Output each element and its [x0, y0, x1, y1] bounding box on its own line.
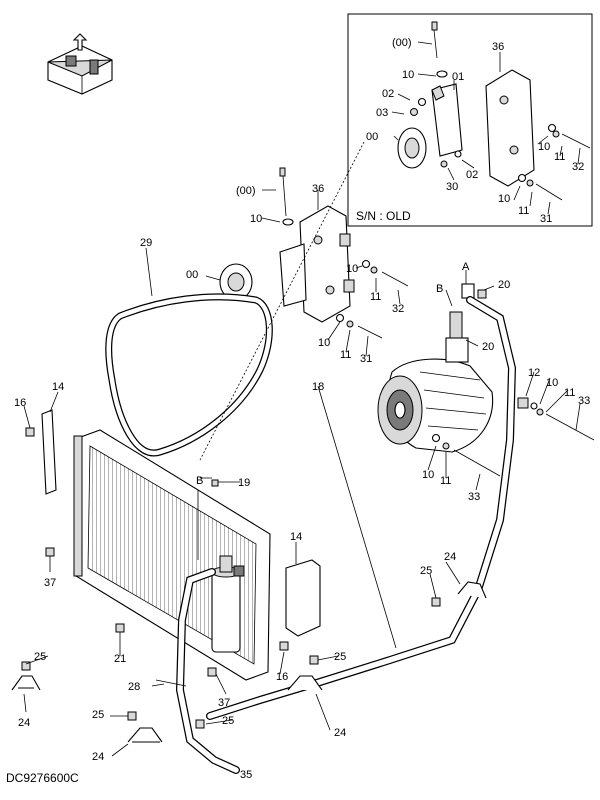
misc-bolts [21, 427, 441, 729]
label-21: 21 [114, 653, 126, 665]
label-00-bolt: (00) [236, 185, 256, 197]
drawing-code: DC9276600C [6, 771, 79, 785]
label-36: 36 [312, 183, 324, 195]
label-25e: 25 [222, 715, 234, 727]
inset-caption: S/N : OLD [356, 209, 411, 223]
clamp-24-a [11, 675, 41, 691]
label-11b: 11 [340, 349, 351, 361]
inset-fasteners [410, 70, 591, 201]
receiver-drier [211, 555, 245, 653]
label-12: 12 [528, 367, 540, 379]
label-19: 19 [238, 477, 250, 489]
bracket-14-left [41, 409, 57, 495]
label-25d: 25 [92, 709, 104, 721]
label-16a: 16 [14, 397, 26, 409]
inset-frame [347, 13, 593, 227]
bracket-14-right [285, 559, 321, 637]
label-11d: 11 [440, 475, 451, 487]
label-20a: 20 [498, 279, 510, 291]
drive-belt-29 [105, 293, 273, 457]
label-25a: 25 [420, 565, 432, 577]
label-10c: 10 [318, 337, 330, 349]
label-25c: 25 [334, 651, 346, 663]
clamp-24-c [287, 675, 323, 691]
label-37a: 37 [44, 577, 56, 589]
ac-compressor [377, 311, 494, 453]
label-37b: 37 [218, 697, 230, 709]
condenser [73, 429, 271, 681]
label-33a: 33 [578, 395, 590, 407]
clamp-24-b [127, 727, 163, 743]
fitting-a [461, 283, 487, 299]
label-B: B [436, 283, 443, 295]
leader-lines [23, 41, 581, 757]
label-14a: 14 [52, 381, 64, 393]
label-inset-30: 30 [446, 181, 458, 193]
bracket-36 [279, 205, 355, 323]
label-14b: 14 [290, 531, 302, 543]
bolt-00 [279, 167, 294, 226]
label-inset-31: 31 [540, 213, 552, 225]
label-inset-32: 32 [572, 161, 584, 173]
label-B-condenser: B [196, 475, 203, 487]
label-inset-10a: 10 [402, 69, 414, 81]
label-29: 29 [140, 237, 152, 249]
label-10a: 10 [250, 213, 262, 225]
label-11a: 11 [370, 291, 381, 303]
inset-pulley-00 [397, 127, 427, 169]
label-inset-03: 03 [376, 107, 388, 119]
main-fasteners-32-31 [335, 259, 409, 339]
label-16b: 16 [276, 671, 288, 683]
machine-icon [47, 33, 113, 95]
label-inset-00-bolt: (00) [392, 37, 412, 49]
label-25b: 25 [34, 651, 46, 663]
inset-bolt-00 [431, 21, 438, 59]
label-00-pulley: 00 [186, 269, 198, 281]
label-10b: 10 [346, 263, 358, 275]
label-inset-02b: 02 [466, 169, 478, 181]
clamp-24-d [457, 581, 487, 599]
label-28: 28 [128, 681, 140, 693]
label-10e: 10 [422, 469, 434, 481]
inset-bracket-01 [431, 83, 463, 157]
label-24a: 24 [444, 551, 456, 563]
label-inset-10b: 10 [538, 141, 550, 153]
label-20b: 20 [482, 341, 494, 353]
label-24d: 24 [92, 751, 104, 763]
pulley-00 [219, 263, 253, 301]
label-32: 32 [392, 303, 404, 315]
label-inset-02a: 02 [382, 88, 394, 100]
label-31: 31 [360, 353, 372, 365]
label-10d: 10 [546, 377, 558, 389]
label-A: A [462, 261, 470, 273]
label-inset-11a: 11 [554, 151, 565, 163]
label-inset-01: 01 [452, 71, 464, 83]
label-18: 18 [312, 381, 324, 393]
label-inset-10c: 10 [498, 193, 510, 205]
label-24b: 24 [18, 717, 30, 729]
label-11c: 11 [564, 387, 575, 399]
label-inset-11b: 11 [518, 205, 529, 217]
label-33b: 33 [468, 491, 480, 503]
label-24c: 24 [334, 727, 346, 739]
label-inset-36: 36 [492, 41, 504, 53]
label-35: 35 [240, 769, 252, 781]
label-inset-00-pulley: 00 [366, 131, 378, 143]
compressor-bolts [431, 397, 595, 477]
inset-bracket-36 [485, 69, 535, 187]
